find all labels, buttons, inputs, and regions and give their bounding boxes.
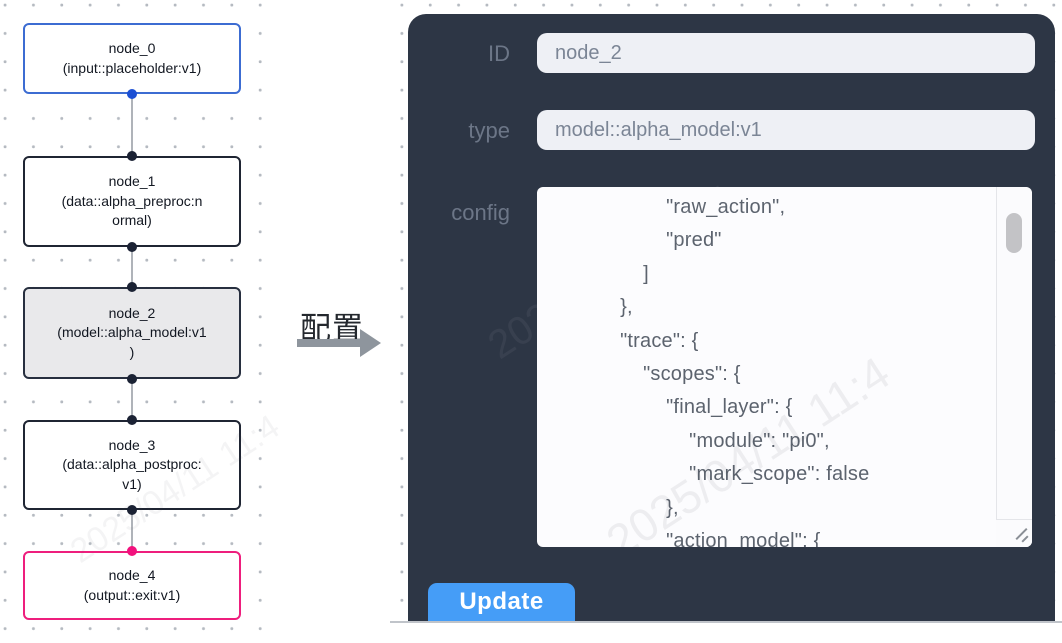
- type-input[interactable]: [537, 110, 1035, 150]
- port-node3-out[interactable]: [127, 505, 137, 515]
- node-0[interactable]: node_0 (input::placeholder:v1): [23, 23, 241, 94]
- node-config-panel: ID type config "raw_action", "pred" ] },…: [408, 14, 1055, 621]
- id-input[interactable]: [537, 33, 1035, 73]
- edge-node0-node1: [131, 94, 133, 156]
- port-node1-out[interactable]: [127, 242, 137, 252]
- port-node1-in[interactable]: [127, 151, 137, 161]
- type-field-label: type: [468, 118, 510, 143]
- edge-node1-node2: [131, 247, 133, 287]
- node-4-label: node_4 (output::exit:v1): [83, 567, 181, 603]
- config-textarea[interactable]: "raw_action", "pred" ] }, "trace": { "sc…: [537, 187, 1032, 547]
- port-node4-in[interactable]: [127, 546, 137, 556]
- right-arrow-icon: [297, 339, 361, 347]
- background-area: [391, 623, 1062, 643]
- node-2-selected[interactable]: node_2 (model::alpha_model:v1 ): [23, 287, 241, 379]
- config-scrollbar-track[interactable]: [996, 187, 1032, 547]
- port-node2-out[interactable]: [127, 374, 137, 384]
- config-field-label: config: [451, 200, 510, 225]
- update-button[interactable]: Update: [428, 583, 575, 621]
- node-2-label: node_2 (model::alpha_model:v1 ): [57, 304, 207, 360]
- resize-handle-icon: [1021, 535, 1029, 543]
- panel-bottom-divider: [390, 621, 1062, 623]
- node-1[interactable]: node_1 (data::alpha_preproc:n ormal): [23, 156, 241, 247]
- node-0-label: node_0 (input::placeholder:v1): [62, 40, 202, 76]
- port-node0-out[interactable]: [127, 89, 137, 99]
- node-1-label: node_1 (data::alpha_preproc:n ormal): [61, 173, 203, 229]
- config-scrollbar-thumb[interactable]: [1006, 213, 1022, 253]
- canvas-gap: [263, 0, 391, 643]
- config-json-content: "raw_action", "pred" ] }, "trace": { "sc…: [620, 196, 870, 547]
- edge-node2-node3: [131, 379, 133, 420]
- port-node2-in[interactable]: [127, 282, 137, 292]
- edge-node3-node4: [131, 510, 133, 551]
- config-resize-corner[interactable]: [996, 519, 1032, 547]
- right-arrow-head-icon: [360, 329, 381, 357]
- node-3-label: node_3 (data::alpha_postproc: v1): [62, 436, 202, 492]
- node-3[interactable]: node_3 (data::alpha_postproc: v1): [23, 420, 241, 510]
- node-4[interactable]: node_4 (output::exit:v1): [23, 551, 241, 620]
- id-field-label: ID: [488, 41, 510, 66]
- port-node3-in[interactable]: [127, 415, 137, 425]
